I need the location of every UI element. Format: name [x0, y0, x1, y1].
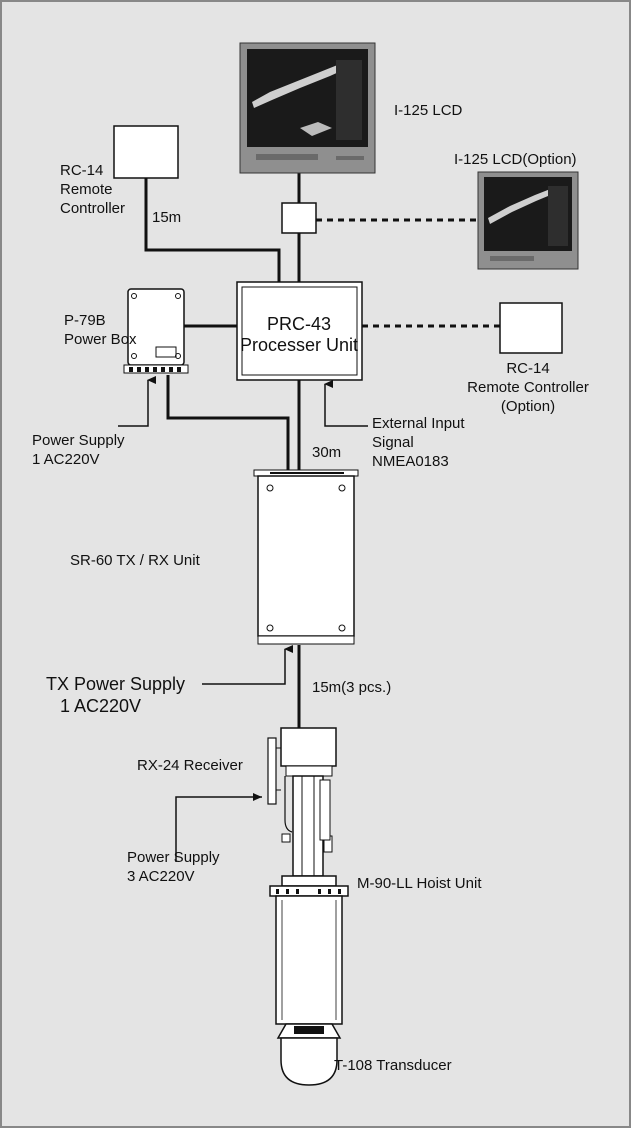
- receiver-label: RX-24 Receiver: [137, 757, 243, 774]
- lcd-option-label: I-125 LCD(Option): [454, 151, 577, 168]
- tx-power-arrow: [202, 645, 293, 685]
- processor-label-line1: PRC-43: [267, 314, 331, 334]
- receiver-unit: [267, 727, 337, 805]
- power-box: [123, 288, 189, 374]
- tx-power-line1: TX Power Supply: [46, 674, 185, 694]
- power-supply-3-line2: 3 AC220V: [127, 868, 195, 885]
- cable-length-15m-3pcs: 15m(3 pcs.): [312, 679, 391, 696]
- processor-unit-inner: [241, 286, 358, 376]
- transducer-label: T-108 Transducer: [334, 1057, 452, 1074]
- external-input-line3: NMEA0183: [372, 453, 449, 470]
- cable-length-rc14: 15m: [152, 209, 181, 226]
- lcd-main-monitor: [239, 42, 376, 174]
- processor-label-line2: Processer Unit: [240, 335, 358, 355]
- power-box-label-line2: Power Box: [64, 331, 137, 348]
- junction-box: [281, 202, 317, 234]
- rc14-option-label-line2: Remote Controller: [467, 379, 589, 396]
- rc14-option-label-line3: (Option): [501, 398, 555, 415]
- power-supply-1-line2: 1 AC220V: [32, 451, 100, 468]
- processor-unit-outer: [236, 281, 363, 381]
- hoist-unit: [269, 775, 349, 1025]
- txrx-label: SR-60 TX / RX Unit: [70, 552, 201, 569]
- rc14-label-line2: Remote: [60, 181, 113, 198]
- power-supply-3-line1: Power Supply: [127, 849, 220, 866]
- power-supply-3-arrow: [175, 793, 262, 862]
- lcd-option-monitor: [477, 171, 579, 270]
- rc14-option-label-line1: RC-14: [506, 360, 549, 377]
- external-input-line2: Signal: [372, 434, 414, 451]
- external-input-arrow: [324, 380, 368, 427]
- power-supply-1-arrow: [118, 376, 156, 427]
- tx-power-line2: 1 AC220V: [60, 696, 141, 716]
- power-supply-1-line1: Power Supply: [32, 432, 125, 449]
- lcd-main-label: I-125 LCD: [394, 102, 463, 119]
- cables: [144, 172, 301, 728]
- txrx-unit: [253, 469, 359, 645]
- rc14-option-controller: [499, 302, 563, 354]
- cable-length-30m: 30m: [312, 444, 341, 461]
- option-cables: [316, 218, 500, 328]
- rc14-controller: [113, 125, 179, 179]
- transducer: [276, 1023, 342, 1086]
- power-box-label-line1: P-79B: [64, 312, 106, 329]
- rc14-label-line1: RC-14: [60, 162, 103, 179]
- external-input-line1: External Input: [372, 415, 465, 432]
- rc14-label-line3: Controller: [60, 200, 125, 217]
- hoist-label: M-90-LL Hoist Unit: [357, 875, 482, 892]
